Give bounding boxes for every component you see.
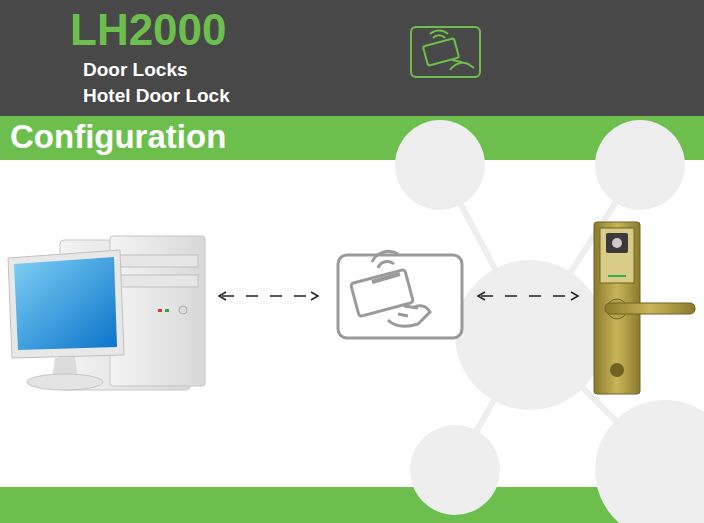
header-block: LH2000Door LocksHotel Door Lock [70,6,370,112]
footer-band [0,487,704,523]
header-band [0,0,704,116]
computer [8,236,205,390]
label-text: Door Locks [83,60,188,81]
door-lock [594,222,695,394]
label-text: Configuration [10,119,226,155]
label-text: Hotel Door Lock [83,86,230,107]
title-block: Configuration [10,116,410,160]
card-icon [411,27,480,77]
label-text: LH2000 [70,6,227,54]
card-reader [338,251,462,338]
